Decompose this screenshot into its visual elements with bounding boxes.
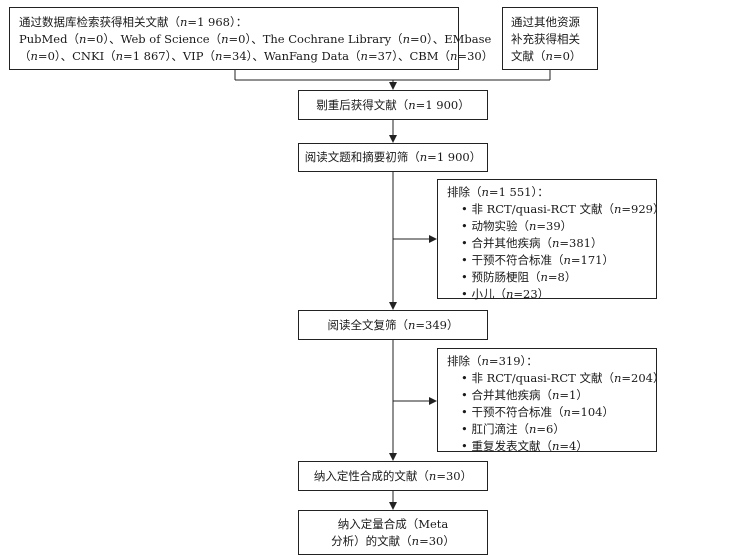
qualitative-synthesis-box: 纳入定性合成的文献（n=30）: [298, 461, 488, 491]
other-source-line-1: 通过其他资源: [511, 15, 580, 29]
other-source-box: 通过其他资源 补充获得相关 文献（n=0）: [502, 7, 598, 70]
other-source-line-3: 文献（n=0）: [511, 49, 582, 63]
exclusion2-item: • 合并其他疾病（n=1）: [461, 388, 588, 402]
exclusion2-item: • 肛门滴注（n=6）: [461, 422, 565, 436]
exclusion2-item: • 重复发表文献（n=4）: [461, 439, 588, 453]
other-source-line-2: 补充获得相关: [511, 32, 580, 46]
qualitative-text: 纳入定性合成的文献（n=30）: [313, 468, 473, 483]
meta-line-2: 分析）的文献（n=30）: [331, 533, 455, 548]
database-box-line-2: PubMed（n=0）、Web of Science（n=0）、The Coch…: [19, 32, 492, 46]
screen-text: 阅读文题和摘要初筛（n=1 900）: [304, 150, 482, 164]
database-search-box: 通过数据库检索获得相关文献（n=1 968）： PubMed（n=0）、Web …: [9, 7, 494, 70]
dedup-box: 剔重后获得文献（n=1 900）: [298, 90, 488, 120]
exclusion1-item: • 动物实验（n=39）: [461, 219, 573, 233]
exclusion-box-2: 排除（n=319）： • 非 RCT/quasi-RCT 文献（n=204） •…: [437, 348, 665, 453]
exclusion1-item: • 非 RCT/quasi-RCT 文献（n=929）: [461, 202, 665, 216]
exclusion2-title: 排除（n=319）：: [447, 354, 538, 368]
meta-analysis-box: 纳入定量合成（Meta 分析）的文献（n=30）: [298, 510, 488, 555]
exclusion1-item: • 小儿（n=23）: [461, 287, 550, 301]
exclusion1-item: • 合并其他疾病（n=381）: [461, 236, 603, 250]
dedup-text: 剔重后获得文献（n=1 900）: [316, 97, 470, 112]
fulltext-text: 阅读全文复筛（n=349）: [327, 317, 459, 332]
exclusion1-title: 排除（n=1 551）：: [447, 185, 549, 199]
exclusion2-item: • 干预不符合标准（n=104）: [461, 405, 614, 419]
exclusion1-item: • 干预不符合标准（n=171）: [461, 253, 614, 267]
title-abstract-screen-box: 阅读文题和摘要初筛（n=1 900）: [298, 143, 488, 172]
exclusion-box-1: 排除（n=1 551）： • 非 RCT/quasi-RCT 文献（n=929）…: [437, 179, 665, 301]
database-box-line-3: （n=0）、CNKI（n=1 867）、VIP（n=34）、WanFang Da…: [19, 49, 494, 63]
database-box-line-1: 通过数据库检索获得相关文献（n=1 968）：: [19, 15, 248, 29]
exclusion2-item: • 非 RCT/quasi-RCT 文献（n=204）: [461, 371, 665, 385]
fulltext-screen-box: 阅读全文复筛（n=349）: [298, 310, 488, 340]
meta-line-1: 纳入定量合成（Meta: [337, 516, 449, 531]
exclusion1-item: • 预防肠梗阻（n=8）: [461, 270, 577, 284]
